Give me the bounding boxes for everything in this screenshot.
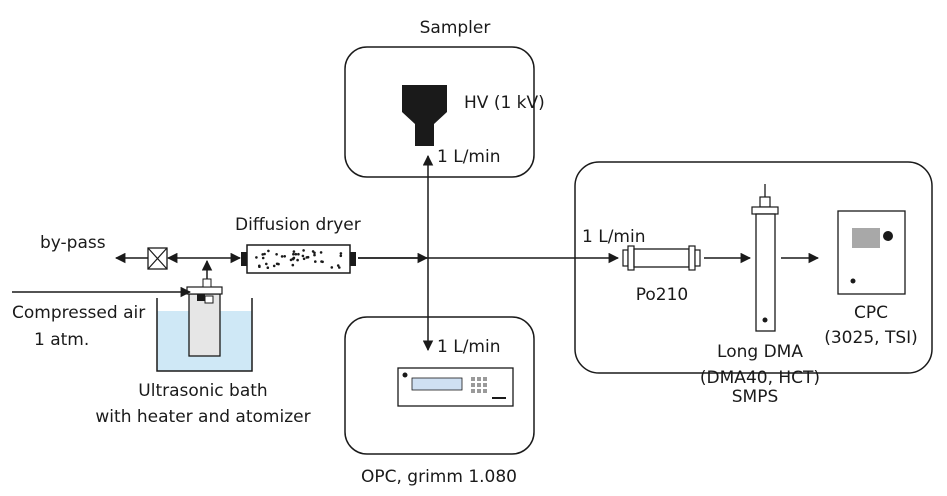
sampler-box: [344, 46, 535, 178]
hv-label: HV (1 kV): [464, 93, 545, 113]
po210-neutralizer-icon: [622, 245, 701, 271]
opc-box: [344, 316, 535, 455]
cpc-model-label: (3025, TSI): [824, 328, 918, 348]
bypass-label: by-pass: [40, 233, 106, 253]
flow-label-opc: 1 L/min: [437, 337, 500, 357]
smps-box: [574, 161, 933, 374]
cpc-label: CPC: [854, 303, 888, 323]
sampler-title: Sampler: [420, 18, 491, 38]
ultrasonic-label-1: Ultrasonic bath: [138, 381, 267, 401]
opc-title: OPC, grimm 1.080: [361, 467, 517, 487]
diffusion-dryer: [241, 244, 356, 274]
diffusion-dryer-label: Diffusion dryer: [235, 215, 361, 235]
valve-icon: [147, 247, 168, 270]
compressed-air-label: Compressed air: [12, 303, 145, 323]
opc-device-icon: [397, 367, 514, 407]
smps-title: SMPS: [732, 387, 779, 407]
po210-label: Po210: [636, 285, 689, 305]
ultrasonic-label-2: with heater and atomizer: [95, 407, 310, 427]
long-dma-icon: [751, 184, 779, 332]
cpc-device-icon: [837, 210, 906, 295]
flow-label-smps: 1 L/min: [582, 227, 645, 247]
hv-sampler-icon: [402, 85, 447, 146]
dma-model-label: (DMA40, HCT): [700, 368, 820, 388]
ultrasonic-bath: [156, 278, 253, 372]
long-dma-label: Long DMA: [717, 342, 803, 362]
atm-label: 1 atm.: [34, 330, 89, 350]
flow-label-sampler: 1 L/min: [437, 147, 500, 167]
